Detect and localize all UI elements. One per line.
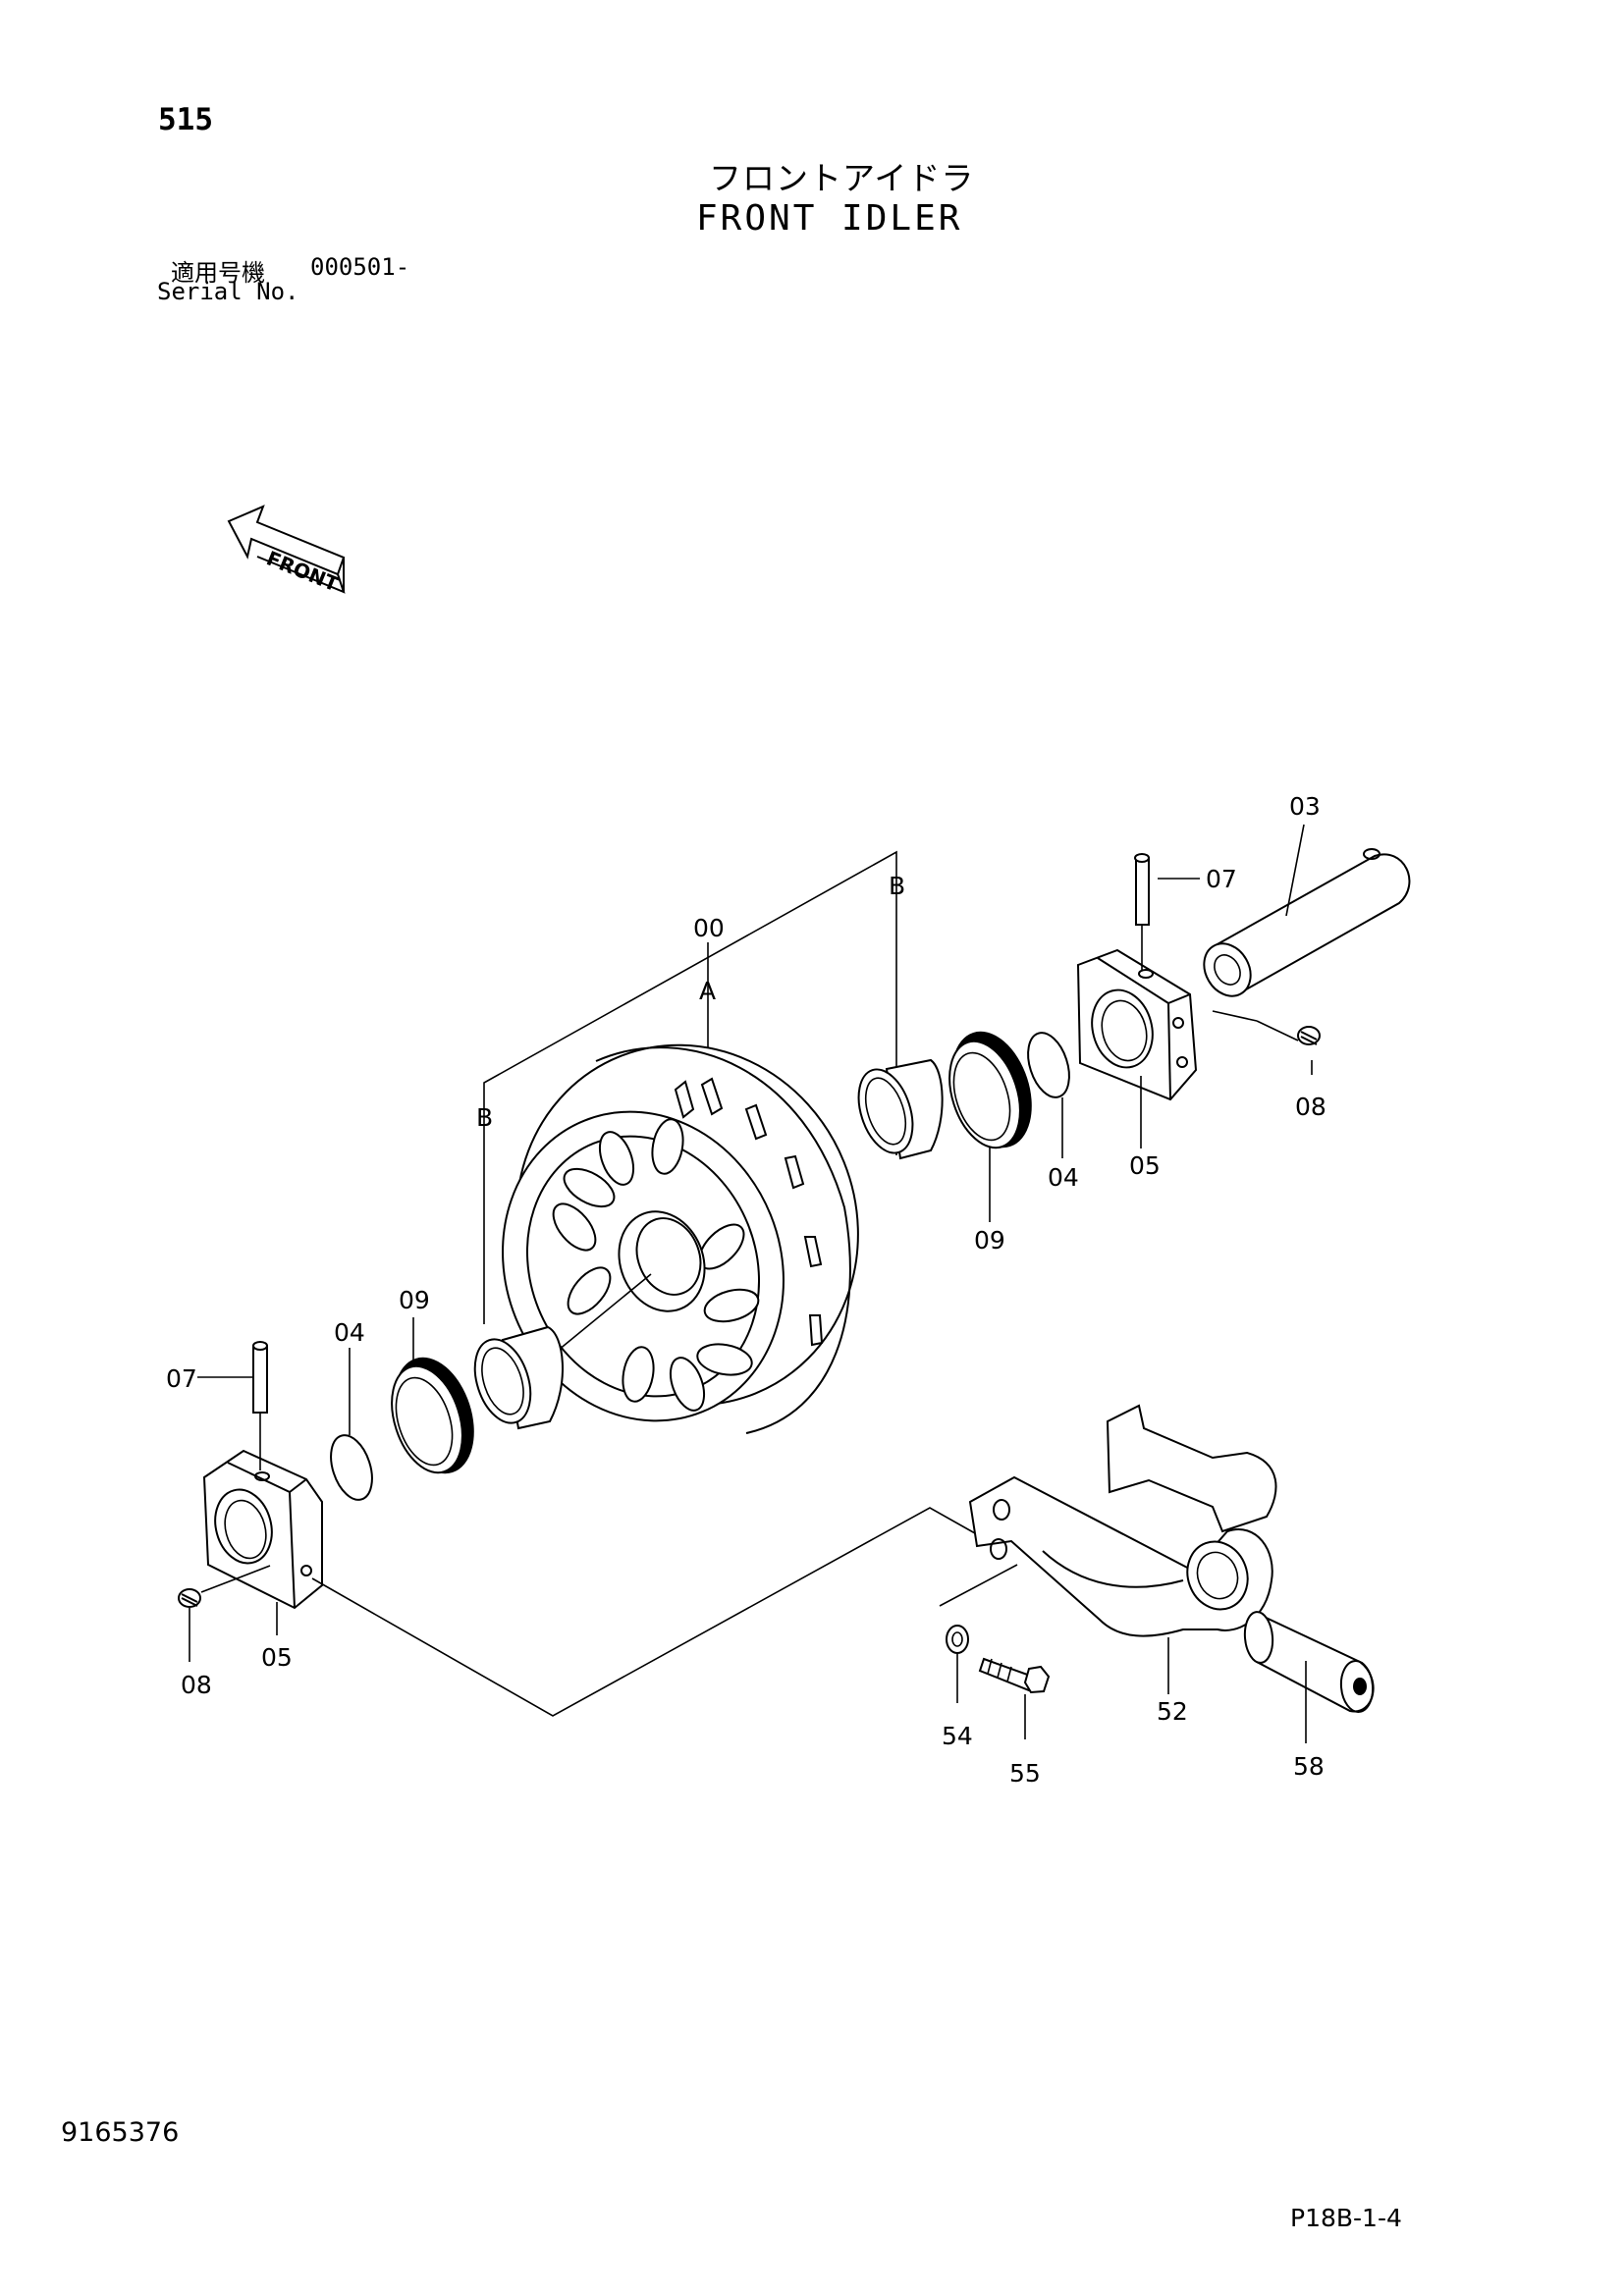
right-pin <box>1134 853 1150 970</box>
callout-09-right: 09 <box>974 1226 1005 1255</box>
callout-04-right: 04 <box>1048 1163 1079 1192</box>
serial-label-japanese: 適用号機 <box>171 259 265 287</box>
serial-label: Serial No. <box>157 278 299 305</box>
title-japanese: フロントアイドラ <box>709 159 975 197</box>
right-plug <box>1212 1010 1321 1045</box>
leader-lines <box>189 824 1313 1743</box>
callout-08-left: 08 <box>181 1671 212 1699</box>
callout-55: 55 <box>1009 1759 1041 1788</box>
left-o-ring <box>330 1434 373 1501</box>
callout-52: 52 <box>1157 1697 1188 1726</box>
right-o-ring <box>1027 1032 1070 1098</box>
document-number: 9165376 <box>61 2117 180 2148</box>
left-bracket <box>202 1449 323 1610</box>
callout-05-right: 05 <box>1129 1151 1161 1180</box>
wheel-rim-slots <box>674 1077 824 1347</box>
callout-58: 58 <box>1293 1752 1325 1781</box>
callout-09-left: 09 <box>399 1286 430 1314</box>
callout-08-right: 08 <box>1295 1093 1326 1121</box>
idler-wheel <box>502 1043 859 1434</box>
callout-04-left: 04 <box>334 1318 365 1347</box>
right-seal <box>948 1031 1032 1149</box>
wheel-spoke-holes <box>552 1118 760 1412</box>
left-bushing <box>473 1325 564 1430</box>
idler-shaft <box>1203 848 1411 997</box>
left-plug <box>178 1565 271 1608</box>
bolt <box>978 1657 1051 1694</box>
assembly-line <box>311 1507 976 1717</box>
page-number: 515 <box>158 102 213 137</box>
page-code: P18B-1-4 <box>1290 2204 1402 2232</box>
callout-05-left: 05 <box>261 1643 293 1672</box>
callout-b-left: B <box>476 1103 493 1132</box>
left-seal <box>391 1357 474 1474</box>
callout-54: 54 <box>942 1722 973 1750</box>
callout-07-right: 07 <box>1206 865 1237 893</box>
washer <box>946 1625 969 1654</box>
callout-b-top: B <box>889 872 905 900</box>
idler-yoke <box>939 1404 1277 1637</box>
left-pin <box>252 1341 268 1470</box>
front-direction-arrow-icon: FRONT <box>227 505 346 596</box>
serial-range: 000501- <box>310 253 410 281</box>
callout-a: A <box>699 977 716 1005</box>
callout-03: 03 <box>1289 792 1321 821</box>
right-bracket <box>1076 948 1198 1101</box>
right-bushing <box>857 1058 944 1160</box>
yoke-pin <box>1243 1611 1375 1713</box>
assembly-bracket-lines <box>483 850 897 1324</box>
callout-07-left: 07 <box>166 1364 197 1393</box>
callout-00: 00 <box>693 914 725 942</box>
page-title: FRONT IDLER <box>696 198 963 239</box>
